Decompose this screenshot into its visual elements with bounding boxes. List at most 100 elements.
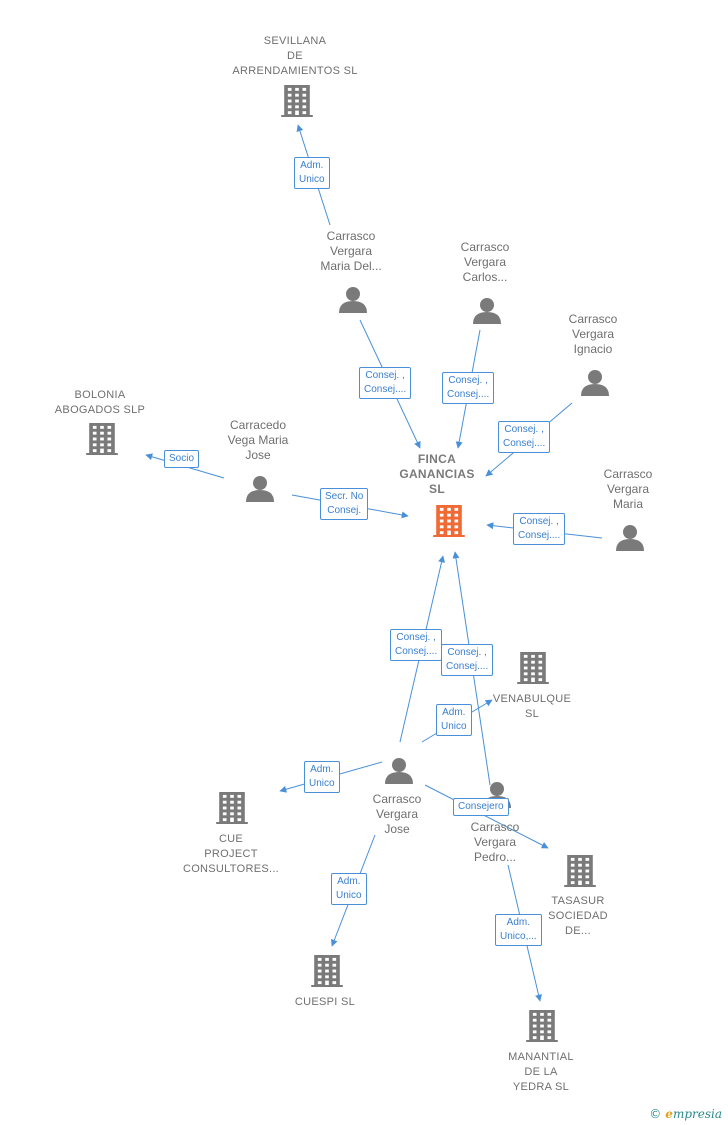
edge-jose-to-tasasur — [424, 784, 549, 849]
building-icon[interactable] — [526, 1010, 558, 1042]
edge-label-line: Consejero — [458, 801, 504, 812]
edge-label-line: Unico,... — [500, 931, 537, 942]
person-icon[interactable] — [581, 370, 609, 396]
edge-label-carlos-to-finca[interactable]: Consej. , Consej.... — [442, 372, 495, 404]
person-icon[interactable] — [339, 287, 367, 313]
edge-label-line: Adm. — [300, 160, 324, 171]
node-label-line: Vergara — [375, 807, 419, 821]
edge-label-jose-to-cuespi[interactable]: Adm. Unico — [331, 873, 367, 905]
node-label-line: Maria Del... — [320, 259, 382, 273]
node-label-line: MANANTIAL — [508, 1051, 574, 1063]
edge-label-line: Socio — [169, 453, 195, 464]
edge-label-line: Unico — [336, 890, 362, 901]
node-label-line: Carrasco — [568, 312, 618, 326]
building-icon[interactable] — [86, 423, 118, 455]
node-label-line: SL — [429, 482, 445, 496]
edge-label-line: Consej. , — [504, 424, 544, 435]
edge-label-line: Unico — [309, 778, 335, 789]
building-icon[interactable] — [517, 652, 549, 684]
edge-label-line: Consej.... — [503, 438, 546, 449]
edge-label-pedro-to-finca[interactable]: Consej. ,Consej.... — [441, 644, 494, 676]
person-icon[interactable] — [473, 298, 501, 324]
brand-name: mpresia — [672, 1107, 722, 1121]
node-label-line: CONSULTORES... — [182, 863, 280, 875]
node-label-line: Carrasco — [326, 229, 376, 243]
edge-label-carracedo-to-bolonia[interactable]: Socio — [164, 450, 200, 468]
building-icon[interactable] — [433, 505, 465, 537]
node-label-line: SL — [524, 708, 540, 720]
edge-label-line: Consej. , — [365, 370, 405, 381]
node-label-manantial[interactable]: MANANTIAL DE LA YEDRA SL — [508, 1050, 574, 1095]
node-label-line: Carrasco — [603, 467, 653, 481]
node-label-line: Carrasco — [470, 820, 520, 834]
node-label-line: SOCIEDAD — [548, 910, 608, 922]
node-label-line: Vergara — [571, 327, 615, 341]
node-label-line: TASASUR — [551, 895, 605, 907]
edge-label-maria_del-to-sevillana[interactable]: Adm. Unico — [294, 157, 330, 189]
node-label-line: DE LA — [524, 1066, 558, 1078]
node-label-line: ARRENDAMIENTOS SL — [232, 65, 358, 77]
building-icon[interactable] — [564, 855, 596, 887]
node-label-line: Carracedo — [229, 418, 287, 432]
node-label-line: Vergara — [329, 244, 373, 258]
building-icon[interactable] — [281, 85, 313, 117]
edge-label-maria-to-finca[interactable]: Consej. ,Consej.... — [513, 513, 566, 545]
node-label-line: Vega Maria — [227, 433, 289, 447]
edge-label-line: Consej. , — [396, 632, 436, 643]
node-label-line: Carrasco — [460, 240, 510, 254]
node-label-line: VENABULQUE — [492, 693, 572, 705]
edge-label-jose-to-venabulque[interactable]: Adm.Unico — [436, 704, 472, 736]
edge-label-jose-to-cue[interactable]: Adm.Unico — [304, 761, 340, 793]
node-label-line: Jose — [384, 822, 410, 836]
node-label-line: Pedro... — [473, 850, 517, 864]
edge-label-line: Consej.... — [395, 646, 438, 657]
node-label-line: YEDRA SL — [512, 1081, 570, 1093]
edge-label-ignacio-to-finca[interactable]: Consej. , Consej.... — [498, 421, 551, 453]
node-label-line: ABOGADOS SLP — [54, 404, 146, 416]
node-label-line: Vergara — [463, 255, 507, 269]
edge-label-pedro-to-manantial[interactable]: Adm.Unico,... — [495, 914, 542, 946]
node-label-line: Carlos... — [462, 270, 508, 284]
edge-label-line: Consej. , — [448, 375, 488, 386]
edge-label-line: Adm. — [337, 876, 361, 887]
node-label-cuespi[interactable]: CUESPI SL — [295, 995, 355, 1010]
node-label-line: BOLONIA — [74, 389, 126, 401]
empresia-watermark: ©empresia — [649, 1107, 722, 1121]
edge-label-jose-to-tasasur[interactable]: Consejero — [453, 798, 509, 816]
node-label-line: Vergara — [606, 482, 650, 496]
person-icon[interactable] — [385, 758, 413, 784]
edge-label-carracedo-to-finca[interactable]: Secr. No Consej. — [320, 488, 369, 520]
node-label-line: Ignacio — [573, 342, 613, 356]
person-icon[interactable] — [616, 525, 644, 551]
node-label-venabulque[interactable]: VENABULQUE SL — [493, 692, 571, 722]
edge-label-jose-to-finca[interactable]: Consej. , Consej.... — [390, 629, 443, 661]
building-icon[interactable] — [311, 955, 343, 987]
edge-label-maria_del-to-finca[interactable]: Consej. ,Consej.... — [359, 367, 412, 399]
node-label-line: Carrasco — [372, 792, 422, 806]
edge-label-line: Consej.... — [518, 530, 561, 541]
edge-label-line: Adm. — [442, 707, 466, 718]
edge-label-line: Secr. No — [325, 491, 364, 502]
edge-label-line: Unico — [299, 174, 325, 185]
building-icon[interactable] — [216, 792, 248, 824]
edge-label-line: Consej. — [327, 505, 362, 516]
person-icon[interactable] — [246, 476, 274, 502]
node-label-line: Vergara — [473, 835, 517, 849]
node-label-bolonia[interactable]: BOLONIA ABOGADOS SLP — [55, 388, 145, 418]
edge-label-line: Consej.... — [446, 661, 489, 672]
node-label-line: CUESPI SL — [294, 996, 356, 1008]
node-label-line: GANANCIAS — [399, 467, 475, 481]
edge-label-line: Consej.... — [447, 389, 490, 400]
